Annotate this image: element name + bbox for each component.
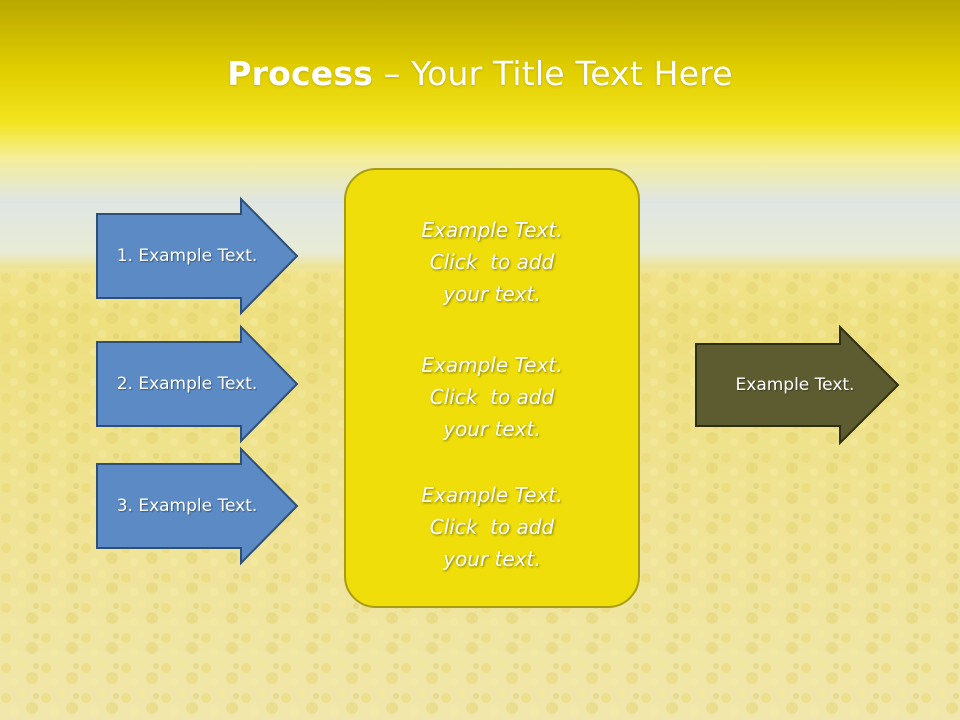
input-arrow-2-shape — [96, 324, 299, 444]
input-arrow-3-shape — [96, 446, 299, 566]
input-arrow-2-label: 2. Example Text. — [116, 374, 258, 394]
output-arrow[interactable]: Example Text. — [695, 324, 900, 446]
title-band: Process – Your Title Text Here — [0, 0, 960, 150]
input-arrow-1[interactable]: 1. Example Text. — [96, 196, 299, 316]
process-text-line: Example Text. — [421, 483, 563, 507]
output-arrow-label: Example Text. — [735, 375, 855, 395]
input-arrow-1-label: 1. Example Text. — [116, 246, 258, 266]
process-box[interactable]: Example Text. Click to add your text. Ex… — [344, 168, 640, 608]
process-text-block-1: Example Text. Click to add your text. — [346, 214, 638, 310]
slide-title: Process – Your Title Text Here — [227, 54, 733, 93]
process-text-line: Example Text. — [421, 353, 563, 377]
process-text-line: Example Text. — [421, 218, 563, 242]
process-text-line: your text. — [443, 282, 541, 306]
input-arrow-2[interactable]: 2. Example Text. — [96, 324, 299, 444]
input-arrow-1-shape — [96, 196, 299, 316]
slide-title-rest: – Your Title Text Here — [373, 54, 733, 93]
input-arrow-3-label: 3. Example Text. — [116, 496, 258, 516]
slide-title-bold: Process — [227, 54, 374, 93]
process-text-line: Click to add — [429, 250, 555, 274]
process-text-line: Click to add — [429, 385, 555, 409]
input-arrow-3[interactable]: 3. Example Text. — [96, 446, 299, 566]
process-text-line: your text. — [443, 547, 541, 571]
process-text-block-3: Example Text. Click to add your text. — [346, 479, 638, 575]
process-text-line: your text. — [443, 417, 541, 441]
process-text-block-2: Example Text. Click to add your text. — [346, 349, 638, 445]
output-arrow-shape — [695, 324, 900, 446]
process-text-line: Click to add — [429, 515, 555, 539]
